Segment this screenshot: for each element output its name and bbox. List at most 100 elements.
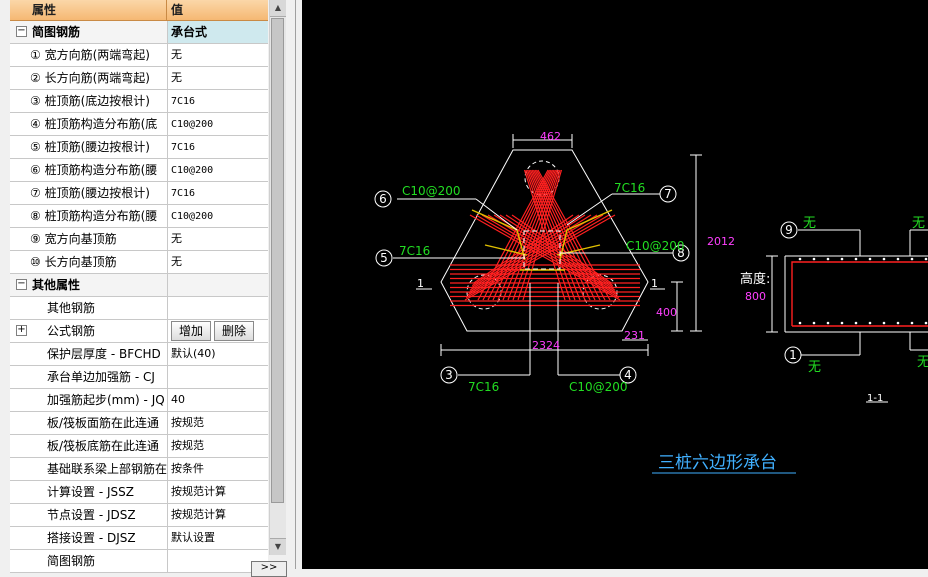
rebar-bar: [465, 214, 610, 299]
label-none-bottom-right: 无: [917, 355, 928, 370]
property-value[interactable]: 7C16: [168, 136, 268, 158]
property-row[interactable]: 承台单边加强筋 - CJ: [10, 366, 268, 389]
property-value[interactable]: 7C16: [168, 182, 268, 204]
marker-1: 1: [784, 346, 802, 364]
property-value[interactable]: 无: [168, 67, 268, 89]
rebar-dot: [826, 321, 830, 325]
property-value[interactable]: C10@200: [168, 159, 268, 181]
property-value-text: C10@200: [171, 211, 214, 222]
property-row[interactable]: 简图钢筋: [10, 550, 268, 573]
property-row[interactable]: ② 长方向筋(两端弯起) 无: [10, 67, 268, 90]
property-row[interactable]: ⑦ 桩顶筋(腰边按根计)7C16: [10, 182, 268, 205]
property-value[interactable]: 默认(40): [168, 343, 268, 365]
property-group-row[interactable]: 简图钢筋−承台式: [10, 21, 268, 44]
rebar-dot: [910, 321, 914, 325]
label-r3: 7C16: [468, 380, 499, 394]
property-name: 加强筋起步(mm) - JQ: [10, 389, 168, 411]
property-name: 基础联系梁上部钢筋在: [10, 458, 168, 480]
property-value[interactable]: 40: [168, 389, 268, 411]
rebar-dot: [798, 321, 802, 325]
property-value-text: 无: [171, 71, 182, 84]
property-value[interactable]: [168, 274, 268, 296]
property-group-row[interactable]: 其他属性−: [10, 274, 268, 297]
property-row[interactable]: 其他钢筋: [10, 297, 268, 320]
rebar-bar: [487, 214, 617, 294]
center-box: [523, 230, 561, 270]
marker-number: 7: [664, 187, 672, 201]
marker-number: 5: [380, 251, 388, 265]
property-value[interactable]: 无: [168, 44, 268, 66]
property-value[interactable]: 承台式: [168, 21, 268, 43]
property-name-text: 公式钢筋: [47, 324, 96, 338]
property-row[interactable]: 板/筏板底筋在此连通按规范: [10, 435, 268, 458]
property-value[interactable]: C10@200: [168, 205, 268, 227]
property-value[interactable]: [168, 366, 268, 388]
rebar-bar: [511, 214, 612, 284]
rebar-mesh: [450, 169, 640, 307]
property-name-text: 节点设置 - JDSZ: [47, 508, 136, 522]
rebar-bar: [531, 169, 591, 301]
property-value-text: C10@200: [171, 165, 214, 176]
property-row[interactable]: ⑤ 桩顶筋(腰边按根计)7C16: [10, 136, 268, 159]
property-value[interactable]: 7C16: [168, 90, 268, 112]
collapse-toggle-icon[interactable]: −: [16, 25, 27, 37]
rebar-dot: [854, 321, 858, 325]
property-value[interactable]: C10@200: [168, 113, 268, 135]
property-row[interactable]: ⑨ 宽方向基顶筋无: [10, 228, 268, 251]
property-value[interactable]: 按规范计算: [168, 504, 268, 526]
property-value[interactable]: 无: [168, 228, 268, 250]
scroll-up-arrow-icon[interactable]: ▲: [270, 0, 286, 17]
vertical-scrollbar[interactable]: ▲ ▼: [269, 0, 286, 555]
property-row[interactable]: 公式钢筋 + 增加删除: [10, 320, 268, 343]
property-value[interactable]: [168, 297, 268, 319]
property-value-text: 按规范: [171, 439, 204, 452]
property-row[interactable]: ⑩ 长方向基顶筋无: [10, 251, 268, 274]
rebar-dot: [882, 321, 886, 325]
delete-formula-button[interactable]: 删除: [214, 321, 255, 341]
property-row[interactable]: ③ 桩顶筋(底边按根计)7C16: [10, 90, 268, 113]
property-name: 计算设置 - JSSZ: [10, 481, 168, 503]
dim-top: 462: [540, 130, 561, 143]
scroll-thumb[interactable]: [271, 18, 284, 503]
property-name-text: 其他属性: [32, 278, 81, 292]
property-row[interactable]: ① 宽方向筋(两端弯起)无: [10, 44, 268, 67]
section-drawing: [766, 229, 928, 403]
property-value[interactable]: 增加删除: [168, 320, 268, 342]
property-name: ③ 桩顶筋(底边按根计): [10, 90, 168, 112]
marker-circle: [374, 190, 392, 208]
scroll-down-arrow-icon[interactable]: ▼: [270, 538, 286, 555]
property-row[interactable]: 板/筏板面筋在此连通按规范: [10, 412, 268, 435]
expand-toggle-icon[interactable]: +: [16, 324, 27, 336]
property-row[interactable]: 基础联系梁上部钢筋在按条件: [10, 458, 268, 481]
rebar-dot: [826, 257, 830, 261]
property-name-text: 其他钢筋: [47, 301, 96, 315]
property-value[interactable]: 默认设置: [168, 527, 268, 549]
property-value[interactable]: 按规范: [168, 435, 268, 457]
add-formula-button[interactable]: 增加: [171, 321, 212, 341]
property-value[interactable]: 按规范计算: [168, 481, 268, 503]
property-value-text: 7C16: [171, 142, 196, 153]
section-mark-left: 1: [417, 277, 424, 290]
property-row[interactable]: 节点设置 - JDSZ 按规范计算: [10, 504, 268, 527]
marker-number: 4: [624, 368, 632, 382]
collapse-toggle-icon[interactable]: −: [16, 278, 27, 290]
rebar-dot: [924, 257, 928, 261]
property-name-text: ② 长方向筋(两端弯起): [30, 71, 150, 85]
property-value[interactable]: 按规范: [168, 412, 268, 434]
property-name: ① 宽方向筋(两端弯起): [10, 44, 168, 66]
drawing-title: 三桩六边形承台: [658, 453, 777, 473]
property-value[interactable]: 无: [168, 251, 268, 273]
expand-button[interactable]: >>: [251, 561, 287, 577]
property-value[interactable]: 按条件: [168, 458, 268, 480]
